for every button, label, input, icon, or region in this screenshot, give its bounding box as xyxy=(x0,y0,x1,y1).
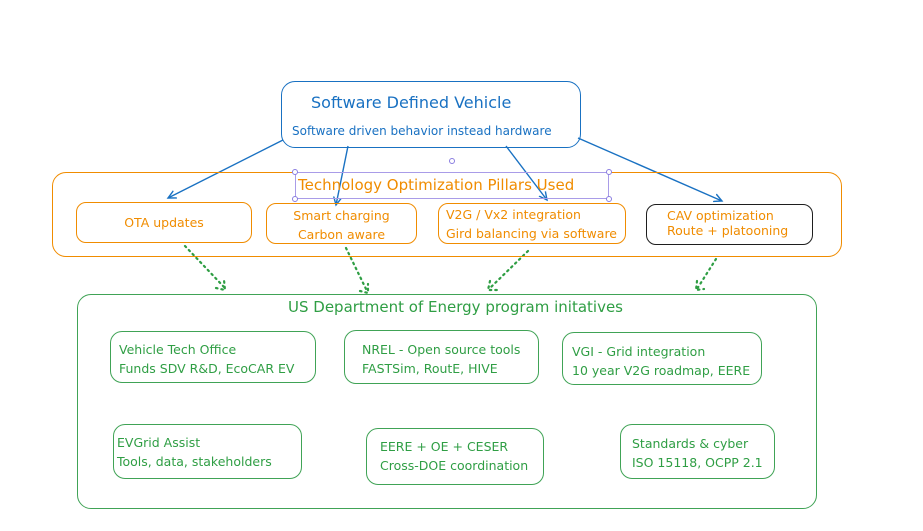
pillars-title: Technology Optimization Pillars Used xyxy=(298,176,575,194)
doe-vgi[interactable]: VGI - Grid integration 10 year V2G roadm… xyxy=(562,332,762,385)
doe-standards-cyber-line1: Standards & cyber xyxy=(632,436,749,451)
selection-handle-tr[interactable] xyxy=(606,169,612,175)
pillar-ota-line1: OTA updates xyxy=(124,215,204,230)
rotation-handle[interactable] xyxy=(449,158,455,164)
pillar-cav-line2: Route + platooning xyxy=(667,223,789,238)
doe-standards-cyber-line2: ISO 15118, OCPP 2.1 xyxy=(632,455,763,470)
selection-handle-br[interactable] xyxy=(606,196,612,202)
pillar-v2g[interactable]: V2G / Vx2 integration Gird balancing via… xyxy=(438,203,626,244)
doe-evgrid-assist-line1: EVGrid Assist xyxy=(117,435,201,450)
selection-handle-tl[interactable] xyxy=(292,169,298,175)
dotted-arrow-cav-to-doe[interactable] xyxy=(694,257,718,292)
pillar-smart-charging-line1: Smart charging xyxy=(293,208,390,223)
doe-vgi-line2: 10 year V2G roadmap, EERE xyxy=(572,363,751,378)
doe-nrel-line2: FASTSim, RoutE, HIVE xyxy=(362,361,498,376)
sdv-subtitle: Software driven behavior instead hardwar… xyxy=(292,124,552,138)
doe-container[interactable] xyxy=(77,294,817,509)
pillar-cav-line1: CAV optimization xyxy=(667,208,774,223)
doe-title: US Department of Energy program initativ… xyxy=(288,298,623,316)
doe-eere-oe-ceser-line1: EERE + OE + CESER xyxy=(380,439,509,454)
doe-evgrid-assist[interactable]: EVGrid Assist Tools, data, stakeholders xyxy=(113,424,302,479)
pillar-smart-charging[interactable]: Smart charging Carbon aware xyxy=(266,203,417,244)
doe-nrel-line1: NREL - Open source tools xyxy=(362,342,521,357)
doe-vgi-line1: VGI - Grid integration xyxy=(572,344,706,359)
pillar-v2g-line2: Gird balancing via software xyxy=(446,226,617,241)
selection-handle-bl[interactable] xyxy=(292,196,298,202)
pillar-ota[interactable]: OTA updates xyxy=(76,202,252,243)
pillar-cav[interactable]: CAV optimization Route + platooning xyxy=(646,204,813,245)
doe-eere-oe-ceser[interactable]: EERE + OE + CESER Cross-DOE coordination xyxy=(366,428,544,485)
doe-vehicle-tech-office-line1: Vehicle Tech Office xyxy=(119,342,237,357)
doe-standards-cyber[interactable]: Standards & cyber ISO 15118, OCPP 2.1 xyxy=(620,424,775,479)
sdv-title: Software Defined Vehicle xyxy=(311,93,512,112)
sdv-box[interactable] xyxy=(281,81,581,148)
doe-evgrid-assist-line2: Tools, data, stakeholders xyxy=(117,454,272,469)
pillar-smart-charging-line2: Carbon aware xyxy=(297,227,386,242)
selection-box[interactable] xyxy=(295,172,609,199)
doe-nrel[interactable]: NREL - Open source tools FASTSim, RoutE,… xyxy=(344,330,539,384)
doe-vehicle-tech-office[interactable]: Vehicle Tech Office Funds SDV R&D, EcoCA… xyxy=(110,331,316,383)
pillar-v2g-line1: V2G / Vx2 integration xyxy=(446,207,581,222)
doe-eere-oe-ceser-line2: Cross-DOE coordination xyxy=(380,458,529,473)
doe-vehicle-tech-office-line2: Funds SDV R&D, EcoCAR EV xyxy=(119,361,295,376)
